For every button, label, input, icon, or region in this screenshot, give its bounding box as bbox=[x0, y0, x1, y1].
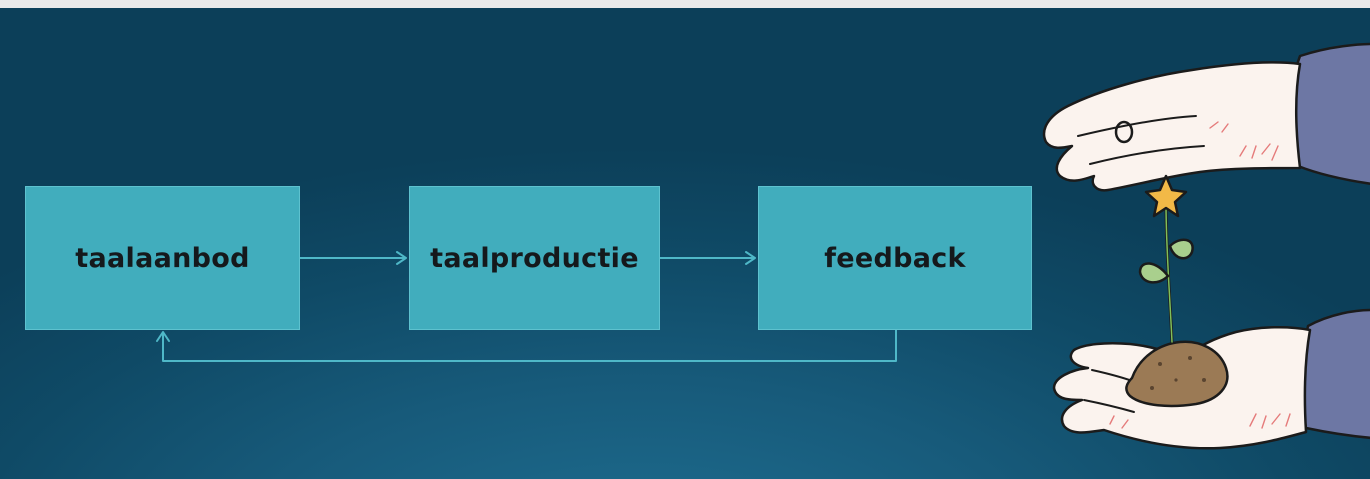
connectors-layer bbox=[156, 251, 897, 362]
slide-canvas: taalaanbod taalproductie feedback bbox=[0, 8, 1370, 479]
upper-sleeve-shape bbox=[1290, 42, 1370, 185]
node-taalaanbod: taalaanbod bbox=[25, 186, 300, 330]
arrow-feedback-to-taalaanbod bbox=[156, 328, 897, 362]
lower-sleeve-shape bbox=[1300, 308, 1370, 440]
seedling-leaf-left bbox=[1138, 262, 1170, 284]
arrow-taalaanbod-to-taalproductie bbox=[298, 251, 407, 265]
hands-protecting-seedling-icon bbox=[1042, 42, 1370, 450]
arrow-taalproductie-to-feedback bbox=[658, 251, 756, 265]
seedling-flower-shape bbox=[1144, 174, 1188, 218]
upper-hand-shape bbox=[1042, 61, 1302, 192]
node-label-taalaanbod: taalaanbod bbox=[75, 242, 250, 274]
node-feedback: feedback bbox=[758, 186, 1032, 330]
seedling-leaf-right bbox=[1168, 238, 1194, 260]
node-taalproductie: taalproductie bbox=[409, 186, 660, 330]
node-label-taalproductie: taalproductie bbox=[430, 242, 639, 274]
node-label-feedback: feedback bbox=[824, 242, 966, 274]
